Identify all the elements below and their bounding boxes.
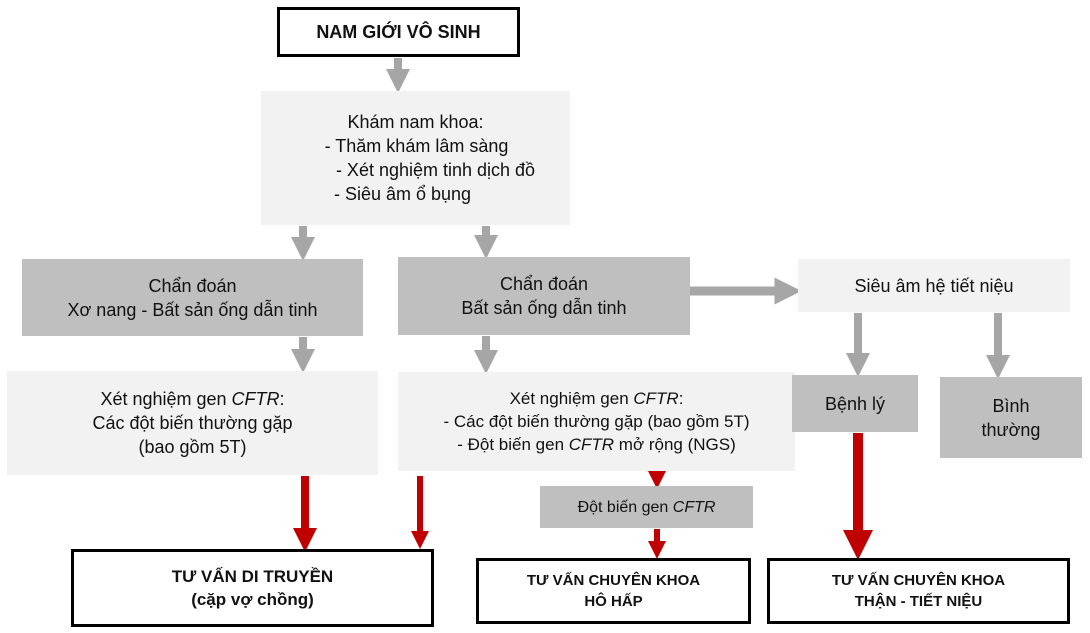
node-diag-cf: Chẩn đoán Xơ nang - Bất sản ống dẫn tinh [22, 259, 363, 336]
node-exam: Khám nam khoa: - Thăm khám lâm sàng - Xé… [261, 91, 570, 225]
node-pathology: Bệnh lý [792, 375, 918, 432]
node-root: NAM GIỚI VÔ SINH [277, 7, 520, 57]
exam-item-2: - Xét nghiệm tinh dịch đồ [335, 160, 536, 180]
diag-cf-title: Chẩn đoán [148, 275, 237, 296]
pathology-label: Bệnh lý [824, 393, 886, 414]
us-urinary-label: Siêu âm hệ tiết niệu [854, 275, 1014, 296]
exam-item-3: - Siêu âm ổ bụng [333, 184, 472, 204]
node-test-mid: Xét nghiệm gen CFTR: - Các đột biến thườ… [398, 372, 795, 471]
uro-counsel-title: TƯ VẤN CHUYÊN KHOA [831, 572, 1006, 589]
node-test-left: Xét nghiệm gen CFTR: Các đột biến thường… [7, 371, 378, 475]
resp-counsel-sub: HÔ HẤP [584, 593, 643, 610]
normal-label-2: thường [981, 419, 1041, 440]
test-left-title: Xét nghiệm gen CFTR: [100, 389, 285, 409]
cftr-mutation-label: Đột biến gen CFTR [577, 498, 716, 516]
node-uro-counsel: TƯ VẤN CHUYÊN KHOA THẬN - TIẾT NIỆU [767, 558, 1070, 624]
test-left-line-1: Các đột biến thường gặp [92, 413, 293, 433]
normal-label-1: Bình [992, 395, 1030, 416]
genetic-counsel-sub: (cặp vợ chồng) [191, 590, 314, 609]
node-us-urinary: Siêu âm hệ tiết niệu [798, 259, 1070, 312]
test-mid-line-2: - Đột biến gen CFTR mở rộng (NGS) [457, 435, 736, 454]
node-genetic-counsel: TƯ VẤN DI TRUYỀN (cặp vợ chồng) [71, 549, 434, 627]
node-diag-cbavd: Chẩn đoán Bất sản ống dẫn tinh [398, 257, 690, 335]
uro-counsel-sub: THẬN - TIẾT NIỆU [854, 593, 983, 610]
test-mid-line-1: - Các đột biến thường gặp (bao gồm 5T) [443, 412, 750, 431]
test-left-line-2: (bao gồm 5T) [138, 437, 247, 457]
node-resp-counsel: TƯ VẤN CHUYÊN KHOA HÔ HẤP [476, 558, 751, 624]
test-mid-title: Xét nghiệm gen CFTR: [509, 389, 684, 408]
diag-cbavd-title: Chẩn đoán [499, 274, 589, 294]
diag-cf-text: Xơ nang - Bất sản ống dẫn tinh [67, 299, 318, 320]
exam-title: Khám nam khoa: [347, 112, 484, 132]
diag-cbavd-text: Bất sản ống dẫn tinh [461, 298, 627, 318]
resp-counsel-title: TƯ VẤN CHUYÊN KHOA [526, 572, 701, 589]
node-root-label: NAM GIỚI VÔ SINH [316, 21, 481, 42]
node-normal: Bình thường [940, 377, 1082, 458]
exam-item-1: - Thăm khám lâm sàng [324, 136, 509, 156]
genetic-counsel-title: TƯ VẤN DI TRUYỀN [171, 567, 334, 586]
node-cftr-mutation: Đột biến gen CFTR [540, 486, 753, 528]
